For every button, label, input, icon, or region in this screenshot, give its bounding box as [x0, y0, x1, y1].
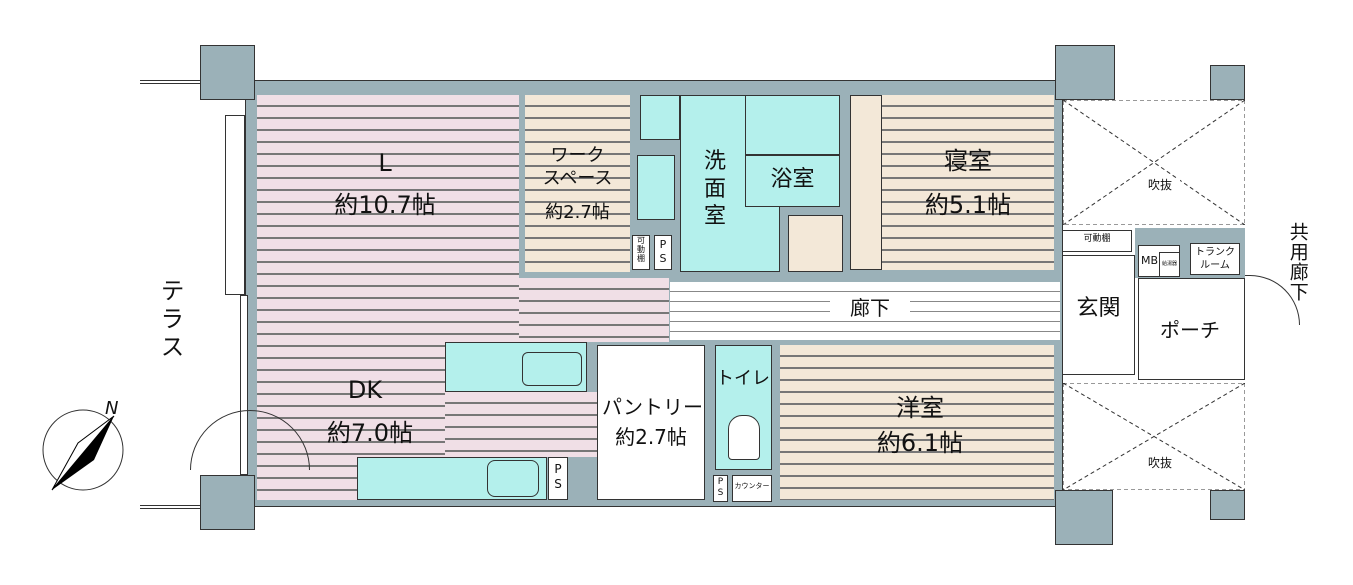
pillar: [1210, 65, 1245, 100]
pillar: [1055, 490, 1113, 545]
washing-machine: [640, 95, 680, 140]
pillar: [200, 475, 255, 530]
entrance-floor: [1062, 255, 1135, 375]
room-name-washroom: 洗 面 室: [703, 149, 726, 229]
void-bottom: [1063, 383, 1245, 490]
room-name-hallway: 廊下: [830, 296, 910, 321]
pillar: [200, 45, 255, 100]
movable-shelf-entrance: 可動棚: [1062, 230, 1132, 252]
water-heater: 給湯器: [1159, 252, 1180, 277]
room-name-workspace: ワーク スペース: [542, 145, 613, 189]
room-name-dk: DK: [347, 376, 383, 404]
ps-workspace: P S: [654, 235, 672, 270]
bedroom-floor: [882, 95, 1054, 270]
ps-kitchen: P S: [548, 457, 568, 500]
room-name-entrance: 玄関: [1076, 296, 1121, 321]
void-bottom-label: 吹抜: [1140, 456, 1180, 471]
trunk-room: トランク ルーム: [1190, 243, 1240, 275]
compass-icon: [42, 409, 124, 491]
movable-shelf: 可 動 棚: [632, 235, 650, 270]
room-name-western: 洋室: [896, 394, 944, 422]
rail: [140, 80, 205, 84]
dk-floor: [445, 392, 597, 457]
stove-icon: [487, 460, 539, 497]
storage: [788, 215, 843, 272]
pantry-floor: [597, 345, 705, 500]
room-name-bedroom: 寝室: [944, 147, 992, 175]
room-size-dk: 約7.0帖: [326, 419, 414, 447]
room-size-living: 約10.7帖: [334, 191, 436, 219]
room-name-bathroom: 浴室: [770, 167, 815, 192]
living-floor: [519, 278, 669, 342]
room-name-toilet: トイレ: [716, 368, 770, 389]
void-top: [1063, 100, 1245, 225]
toilet-icon: [728, 415, 760, 460]
room-size-pantry: 約2.7帖: [615, 425, 687, 449]
pillar: [1210, 490, 1245, 520]
window: [225, 115, 245, 295]
counter: カウンター: [732, 475, 772, 502]
porch-floor: [1138, 278, 1245, 380]
sink-icon: [522, 352, 582, 386]
room-size-western: 約6.1帖: [876, 429, 964, 457]
western-room-floor: [780, 345, 1054, 500]
room-name-living: L: [378, 149, 392, 177]
closet: [850, 95, 882, 270]
terrace-label: テラス: [156, 278, 184, 362]
room-size-bedroom: 約5.1帖: [924, 191, 1012, 219]
room-size-workspace: 約2.7帖: [545, 202, 610, 223]
pillar: [1055, 45, 1115, 100]
rail: [140, 505, 205, 509]
room-name-porch: ポーチ: [1160, 318, 1220, 342]
workspace-floor: [525, 95, 630, 272]
bathroom-floor: [745, 155, 840, 207]
common-corridor-label: 共用廊下: [1286, 222, 1309, 302]
room-name-pantry: パントリー: [602, 395, 703, 419]
north-label: N: [105, 398, 119, 419]
washbasin-icon: [637, 155, 675, 220]
window: [240, 295, 248, 475]
bathtub: [745, 95, 840, 155]
ps-toilet: P S: [713, 475, 728, 502]
void-top-label: 吹抜: [1140, 178, 1180, 193]
